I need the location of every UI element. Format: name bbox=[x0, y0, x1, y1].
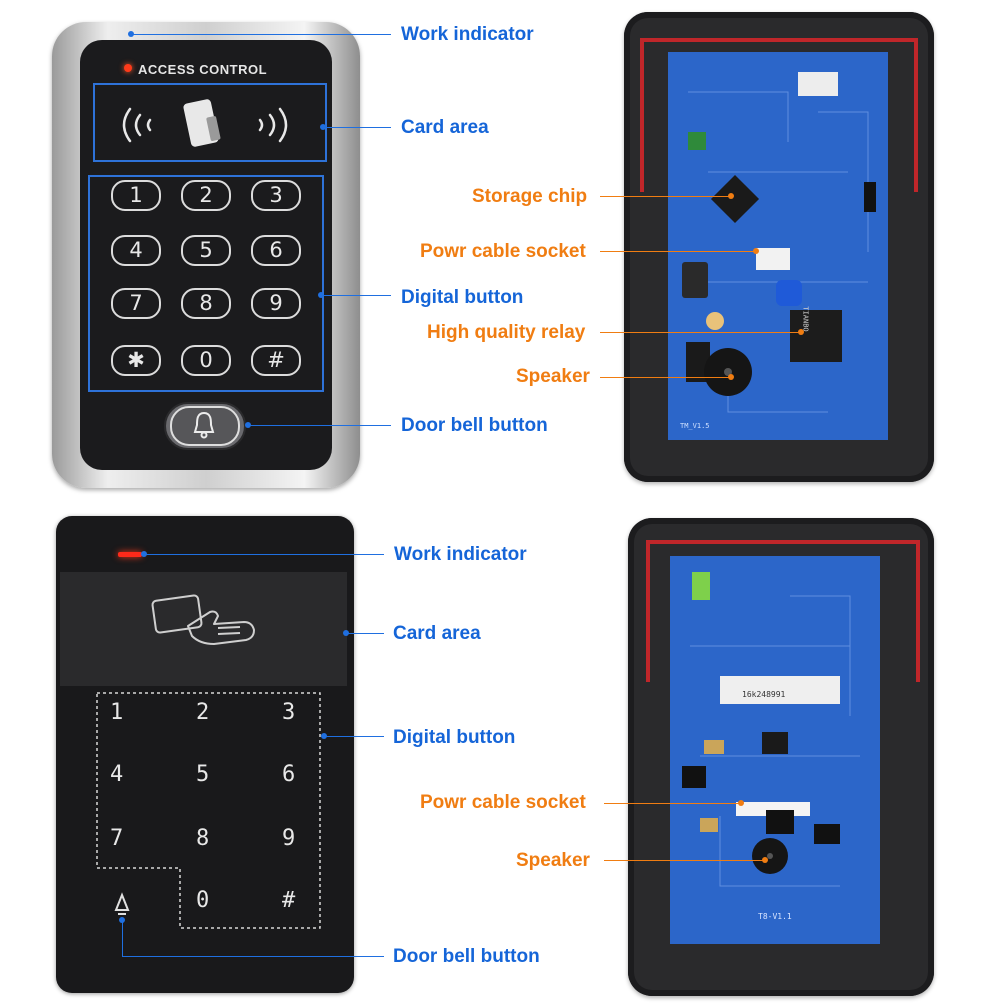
relay-text: TIANBO bbox=[801, 306, 810, 332]
key-star[interactable]: ✱ bbox=[111, 345, 161, 376]
keypad-grid: 1 2 3 4 5 6 7 8 9 ✱ 0 # bbox=[88, 175, 324, 392]
label-work-indicator-bottom: Work indicator bbox=[394, 544, 527, 565]
key-hash[interactable]: # bbox=[251, 345, 301, 376]
red-gasket bbox=[640, 38, 918, 192]
label-power-cable-socket-bottom: Powr cable socket bbox=[420, 792, 586, 813]
circuit-board-bottom-details bbox=[682, 572, 860, 887]
label-speaker-top: Speaker bbox=[516, 366, 590, 387]
circuit-board-details bbox=[682, 72, 876, 413]
pcb-board-label-bottom: T8-V1.1 bbox=[758, 912, 792, 921]
label-work-indicator: Work indicator bbox=[401, 24, 534, 45]
label-door-bell-button-bottom: Door bell button bbox=[393, 946, 540, 967]
key-8[interactable]: 8 bbox=[181, 288, 231, 319]
touch-key-hash[interactable]: # bbox=[282, 888, 296, 913]
label-card-area-bottom: Card area bbox=[393, 623, 481, 644]
key-1[interactable]: 1 bbox=[111, 180, 161, 211]
card-area-bottom bbox=[60, 572, 347, 686]
touch-key-1[interactable]: 1 bbox=[110, 700, 124, 725]
digital-button-outline bbox=[88, 175, 324, 392]
label-card-area: Card area bbox=[401, 117, 489, 138]
label-storage-chip: Storage chip bbox=[472, 186, 588, 207]
key-5[interactable]: 5 bbox=[181, 235, 231, 266]
key-3[interactable]: 3 bbox=[251, 180, 301, 211]
label-digital-button: Digital button bbox=[401, 287, 524, 308]
touch-key-0[interactable]: 0 bbox=[196, 888, 210, 913]
pcb-board-label: TM_V1.5 bbox=[680, 422, 710, 430]
card-area-outline bbox=[93, 83, 327, 162]
touch-key-5[interactable]: 5 bbox=[196, 762, 210, 787]
work-indicator-led-bottom bbox=[118, 552, 142, 557]
bell-icon bbox=[193, 411, 215, 439]
key-7[interactable]: 7 bbox=[111, 288, 161, 319]
digital-button-outline-bottom: 1 2 3 4 5 6 7 8 9 0 # bbox=[96, 692, 321, 929]
key-4[interactable]: 4 bbox=[111, 235, 161, 266]
touch-key-7[interactable]: 7 bbox=[110, 826, 124, 851]
key-6[interactable]: 6 bbox=[251, 235, 301, 266]
key-9[interactable]: 9 bbox=[251, 288, 301, 319]
rfid-card-icon bbox=[122, 99, 288, 147]
red-gasket-bottom bbox=[646, 540, 920, 682]
label-speaker-bottom: Speaker bbox=[516, 850, 590, 871]
key-0[interactable]: 0 bbox=[181, 345, 231, 376]
device-brand-text: ACCESS CONTROL bbox=[138, 62, 268, 77]
work-indicator-led bbox=[124, 64, 132, 72]
door-bell-touch-icon[interactable] bbox=[112, 892, 132, 918]
touch-key-9[interactable]: 9 bbox=[282, 826, 296, 851]
touch-key-3[interactable]: 3 bbox=[282, 700, 296, 725]
touch-key-4[interactable]: 4 bbox=[110, 762, 124, 787]
label-power-cable-socket-top: Powr cable socket bbox=[420, 241, 586, 262]
touch-key-8[interactable]: 8 bbox=[196, 826, 210, 851]
label-door-bell-button: Door bell button bbox=[401, 415, 548, 436]
key-2[interactable]: 2 bbox=[181, 180, 231, 211]
card-tap-hand-icon bbox=[151, 594, 255, 645]
pcb-sticker-text: 16k248991 bbox=[742, 690, 786, 699]
label-digital-button-bottom: Digital button bbox=[393, 727, 516, 748]
label-high-quality-relay: High quality relay bbox=[427, 322, 586, 343]
touch-key-6[interactable]: 6 bbox=[282, 762, 296, 787]
touch-key-2[interactable]: 2 bbox=[196, 700, 210, 725]
